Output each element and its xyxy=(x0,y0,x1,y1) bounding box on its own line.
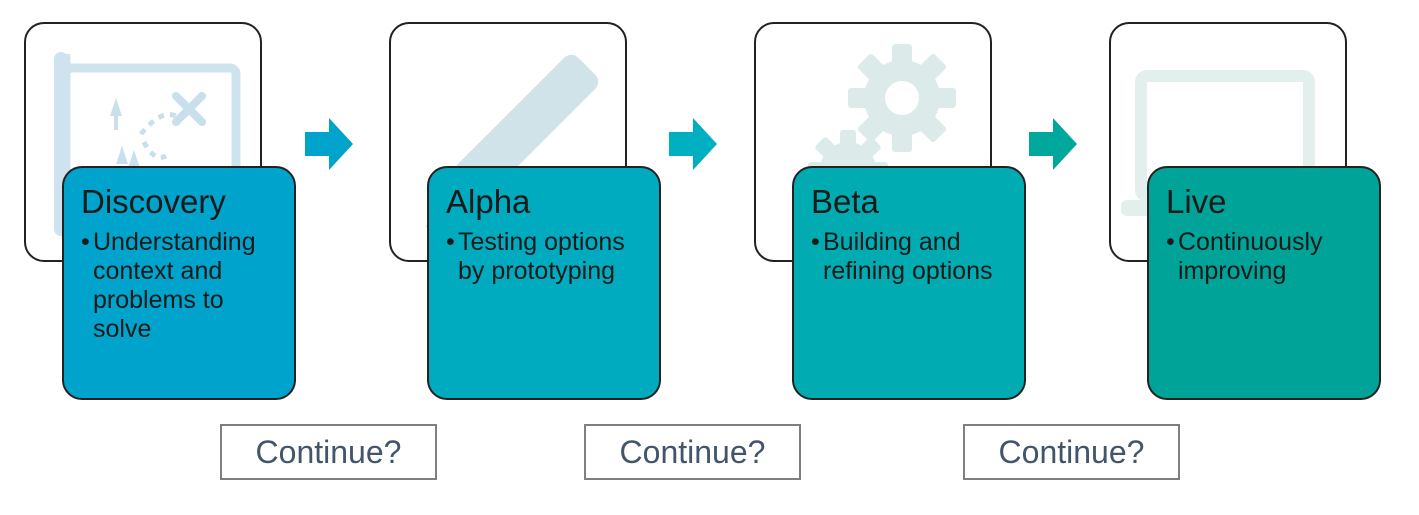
phase-card-discovery: Discovery • Understanding context and pr… xyxy=(62,166,296,400)
phase-description: Understanding context and problems to so… xyxy=(93,228,256,343)
continue-gate-1: Continue? xyxy=(220,424,437,480)
phase-bullet-item: • Understanding context and problems to … xyxy=(81,228,278,344)
arrow-right-icon xyxy=(669,118,717,170)
phase-description: Building and refining options xyxy=(823,228,993,285)
continue-gate-2: Continue? xyxy=(584,424,801,480)
phase-bullet-item: • Building and refining options xyxy=(811,228,1008,286)
bullet-dot: • xyxy=(1166,228,1175,256)
phase-stage-discovery: Discovery • Understanding context and pr… xyxy=(24,0,404,420)
phase-stage-live: Live • Continuously improving xyxy=(1109,0,1419,420)
phase-description: Testing options by prototyping xyxy=(458,228,625,285)
phase-title: Discovery xyxy=(81,183,226,220)
continue-gate-3: Continue? xyxy=(963,424,1180,480)
phase-bullet-item: • Testing options by prototyping xyxy=(446,228,643,286)
bullet-dot: • xyxy=(81,228,90,256)
phase-title: Live xyxy=(1166,183,1227,220)
phase-description: Continuously improving xyxy=(1178,228,1323,285)
phase-stage-beta: Beta • Building and refining options xyxy=(754,0,1134,420)
bullet-dot: • xyxy=(446,228,455,256)
arrow-right-icon xyxy=(305,118,353,170)
phase-bullet-item: • Continuously improving xyxy=(1166,228,1363,286)
phase-title: Beta xyxy=(811,183,879,220)
bullet-dot: • xyxy=(811,228,820,256)
phase-card-beta: Beta • Building and refining options xyxy=(792,166,1026,400)
phase-card-live: Live • Continuously improving xyxy=(1147,166,1381,400)
phase-stage-alpha: Alpha • Testing options by prototyping xyxy=(389,0,769,420)
phase-card-alpha: Alpha • Testing options by prototyping xyxy=(427,166,661,400)
arrow-right-icon xyxy=(1029,118,1077,170)
phase-title: Alpha xyxy=(446,183,531,220)
